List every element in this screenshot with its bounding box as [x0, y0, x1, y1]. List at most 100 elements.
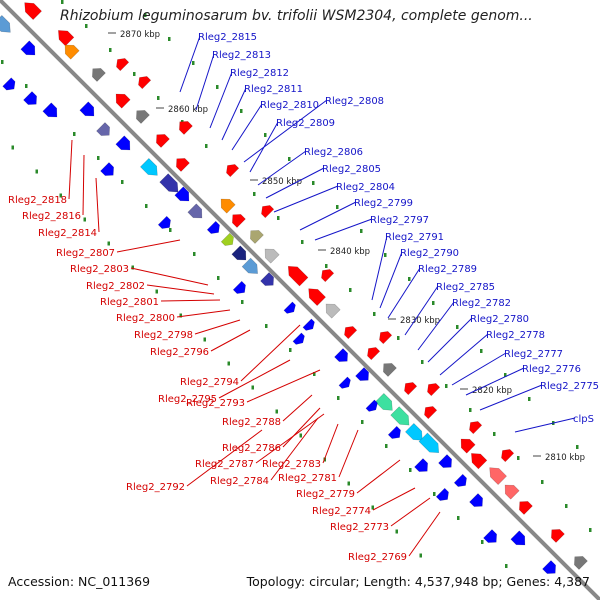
reverse-gene: [261, 205, 275, 219]
forward-gene: [365, 399, 378, 412]
tick-dash: [347, 481, 350, 486]
forward-leader-line: [451, 352, 507, 386]
forward-gene: [115, 135, 131, 151]
tick-dash: [61, 0, 64, 4]
tick-dash: [241, 300, 244, 304]
forward-gene: [174, 186, 190, 202]
reverse-leader-line: [390, 497, 431, 527]
forward-leader-line: [404, 285, 439, 336]
forward-gene: [387, 425, 401, 439]
tick-dash: [541, 480, 544, 484]
tick-dash: [409, 468, 412, 472]
reverse-leader-line: [240, 324, 301, 382]
gene-layer: [0, 2, 588, 574]
forward-leader-line: [179, 35, 201, 93]
forward-gene: [453, 473, 467, 487]
reverse-gene-label: Rleg2_2784: [210, 476, 269, 487]
tick-dash: [144, 13, 147, 17]
reverse-gene-label: Rleg2_2798: [134, 330, 193, 341]
tick-dash: [517, 456, 520, 460]
forward-gene: [241, 257, 258, 274]
forward-gene-label: Rleg2_2776: [522, 364, 581, 375]
reverse-gene: [226, 164, 240, 178]
tick-dash: [528, 397, 531, 401]
tick-dash: [433, 492, 436, 496]
reverse-gene-label: Rleg2_2781: [278, 473, 337, 484]
tick-dash: [325, 264, 328, 268]
reverse-gene: [460, 438, 476, 454]
reverse-gene-label: Rleg2_2769: [348, 552, 407, 563]
tick-dash: [469, 408, 472, 412]
tick-dash: [251, 385, 254, 390]
reverse-gene-label: Rleg2_2800: [116, 313, 175, 324]
tick-dash: [121, 180, 124, 184]
reverse-gene-label: Rleg2_2796: [150, 347, 209, 358]
forward-leader-line: [371, 235, 388, 301]
tick-dash: [385, 444, 388, 448]
reverse-gene: [116, 58, 130, 72]
forward-gene: [414, 458, 428, 472]
reverse-gene: [321, 269, 335, 283]
reverse-gene: [24, 2, 42, 20]
forward-gene: [283, 301, 296, 314]
forward-gene-label: clpS: [573, 414, 594, 425]
scale-tick-label: 2850 kbp: [262, 177, 302, 187]
scale-tick-label: 2810 kbp: [545, 453, 585, 463]
reverse-gene: [176, 158, 190, 172]
reverse-gene-label: Rleg2_2802: [86, 281, 145, 292]
reverse-leader-line: [282, 394, 313, 422]
forward-gene: [338, 376, 351, 389]
forward-leader-line: [479, 384, 543, 411]
tick-dash: [408, 277, 411, 281]
tick-dash: [59, 193, 62, 198]
forward-gene: [100, 162, 114, 176]
forward-gene: [0, 15, 11, 33]
reverse-gene: [325, 303, 341, 319]
forward-gene-label: Rleg2_2809: [276, 118, 335, 129]
reverse-gene: [367, 347, 381, 361]
forward-gene: [418, 432, 440, 454]
forward-leader-line: [439, 333, 489, 376]
forward-leader-line: [231, 103, 263, 151]
tick-dash: [288, 157, 291, 161]
reverse-gene: [250, 230, 264, 244]
reverse-gene: [504, 484, 520, 500]
scale-tick-label: 2840 kbp: [330, 247, 370, 257]
reverse-gene-label: Rleg2_2816: [22, 211, 81, 222]
forward-gene: [355, 367, 369, 381]
forward-gene: [260, 272, 274, 286]
tick-dash: [155, 289, 158, 294]
forward-leader-line: [417, 301, 455, 351]
reverse-gene: [92, 68, 106, 82]
tick-dash: [361, 420, 364, 424]
reverse-leader-line: [130, 267, 209, 286]
reverse-gene: [287, 265, 309, 287]
tick-dash: [445, 384, 448, 388]
reverse-gene: [115, 93, 131, 109]
reverse-leader-line: [282, 407, 321, 448]
tick-dash: [179, 313, 182, 318]
forward-gene: [483, 529, 497, 543]
tick-dash: [397, 336, 400, 340]
forward-leader-line: [243, 99, 328, 163]
forward-gene-label: Rleg2_2808: [325, 96, 384, 107]
forward-leader-line: [427, 317, 473, 363]
forward-gene: [159, 173, 179, 193]
tick-dash: [1, 60, 4, 64]
reverse-leader-line: [322, 423, 339, 464]
forward-gene-label: Rleg2_2805: [322, 164, 381, 175]
reverse-gene-label: Rleg2_2774: [312, 506, 371, 517]
tick-dash: [384, 253, 387, 257]
tick-dash: [493, 432, 496, 436]
forward-gene: [140, 158, 158, 176]
tick-dash: [73, 132, 76, 136]
accession-text: Accession: NC_011369: [8, 574, 151, 589]
reverse-gene: [58, 30, 75, 47]
reverse-gene: [220, 198, 236, 214]
reverse-gene: [156, 134, 170, 148]
tick-dash: [336, 205, 339, 209]
reverse-leader-line: [116, 239, 181, 253]
forward-gene-label: Rleg2_2785: [436, 282, 495, 293]
